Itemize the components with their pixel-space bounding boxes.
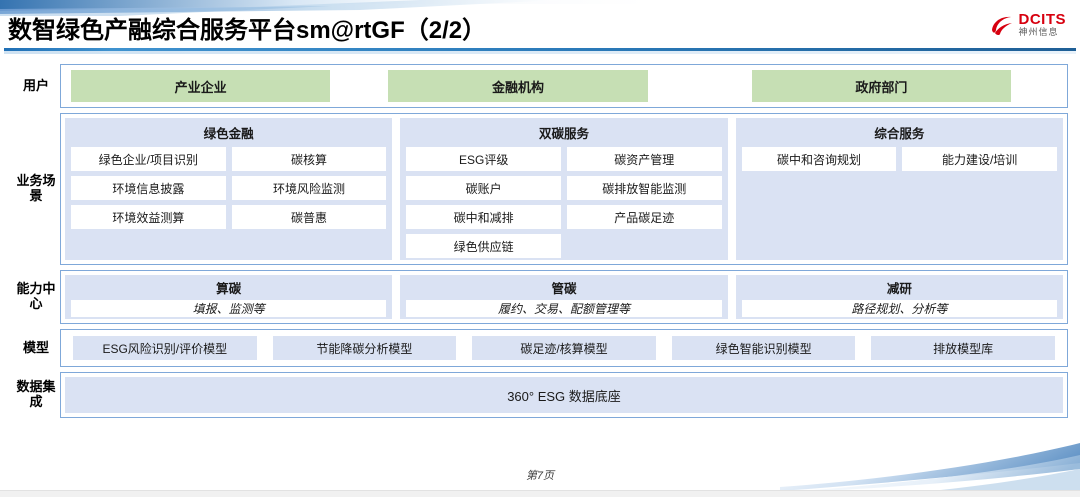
page-title: 数智绿色产融综合服务平台sm@rtGF（2/2）	[8, 17, 487, 44]
row-body-model: ESG风险识别/评价模型 节能降碳分析模型 碳足迹/核算模型 绿色智能识别模型 …	[60, 329, 1068, 367]
row-body-users: 产业企业 金融机构 政府部门	[60, 64, 1068, 108]
biz-group-comprehensive: 综合服务 碳中和咨询规划 能力建设/培训	[735, 118, 1063, 260]
model-box[interactable]: ESG风险识别/评价模型	[73, 336, 257, 360]
row-label-users: 用户	[22, 77, 49, 93]
biz-group-dual-carbon: 双碳服务 ESG评级 碳资产管理 碳账户 碳排放智能监测 碳中和减排 产品碳足迹…	[400, 118, 728, 260]
title-divider	[4, 48, 1076, 51]
model-cell[interactable]: 碳足迹/核算模型	[464, 336, 664, 360]
user-cell[interactable]: 产业企业	[65, 70, 336, 102]
page-footer: 第7页	[525, 470, 555, 482]
model-box[interactable]: 节能降碳分析模型	[272, 336, 457, 360]
logo-text: DCITS 神州信息	[1019, 12, 1067, 37]
biz-group-green-finance: 绿色金融 绿色企业/项目识别 碳核算 环境信息披露 环境风险监测 环境效益测算 …	[65, 118, 393, 260]
biz-item-list: ESG评级 碳资产管理 碳账户 碳排放智能监测 碳中和减排 产品碳足迹 绿色供应…	[406, 147, 722, 258]
row-capability-center: 能力中心 算碳 填报、监测等 管碳 履约、交易、配额管理等 减研 路径规划、分析…	[12, 270, 1068, 324]
logo-cn: 神州信息	[1018, 27, 1059, 37]
row-users: 用户 产业企业 金融机构 政府部门	[12, 64, 1068, 108]
model-box[interactable]: 碳足迹/核算模型	[472, 336, 656, 360]
model-cell[interactable]: 节能降碳分析模型	[265, 336, 465, 360]
model-cell[interactable]: 绿色智能识别模型	[664, 336, 864, 360]
row-body-business: 绿色金融 绿色企业/项目识别 碳核算 环境信息披露 环境风险监测 环境效益测算 …	[60, 113, 1068, 265]
biz-item[interactable]: 碳中和咨询规划	[741, 147, 897, 171]
biz-item[interactable]: 环境风险监测	[231, 176, 387, 200]
biz-item[interactable]: ESG评级	[406, 147, 561, 171]
page-bottom-edge	[0, 490, 1080, 497]
cap-group-subtitle[interactable]: 路径规划、分析等	[741, 300, 1057, 317]
biz-group-title: 综合服务	[874, 127, 925, 141]
architecture-matrix: 用户 产业企业 金融机构 政府部门 业务场景 绿色金融 绿色	[12, 64, 1068, 423]
title-divider-soft	[4, 51, 1076, 54]
biz-group-title: 双碳服务	[538, 127, 589, 141]
cap-group-reduce-research: 减研 路径规划、分析等	[735, 275, 1063, 319]
biz-group-title: 绿色金融	[203, 127, 254, 141]
biz-item[interactable]: 碳资产管理	[566, 147, 722, 171]
user-box-industry[interactable]: 产业企业	[71, 70, 331, 102]
brand-logo: DCITS 神州信息	[989, 12, 1067, 37]
row-body-data: 360° ESG 数据底座	[60, 372, 1068, 418]
biz-item[interactable]: 绿色企业/项目识别	[71, 147, 226, 171]
cap-group-subtitle[interactable]: 填报、监测等	[71, 300, 387, 317]
row-business-scenarios: 业务场景 绿色金融 绿色企业/项目识别 碳核算 环境信息披露 环境风险监测 环境…	[12, 113, 1068, 265]
data-foundation-box[interactable]: 360° ESG 数据底座	[65, 377, 1063, 413]
biz-item[interactable]: 碳排放智能监测	[566, 176, 722, 200]
cap-group-calculate-carbon: 算碳 填报、监测等	[65, 275, 393, 319]
biz-item[interactable]: 碳普惠	[231, 205, 387, 229]
biz-item[interactable]: 产品碳足迹	[566, 205, 722, 229]
biz-item-list: 碳中和咨询规划 能力建设/培训	[741, 147, 1057, 171]
model-cell[interactable]: 排放模型库	[863, 336, 1063, 360]
dcits-swirl-icon	[989, 14, 1015, 36]
slide-header: 数智绿色产融综合服务平台sm@rtGF（2/2） DCITS 神州信息	[0, 4, 1080, 48]
row-models: 模型 ESG风险识别/评价模型 节能降碳分析模型 碳足迹/核算模型 绿色智能识别…	[12, 329, 1068, 367]
row-label-data: 数据集成	[16, 379, 56, 409]
biz-item[interactable]: 能力建设/培训	[902, 147, 1057, 171]
cap-group-title: 减研	[886, 282, 912, 296]
biz-item-list: 绿色企业/项目识别 碳核算 环境信息披露 环境风险监测 环境效益测算 碳普惠	[71, 147, 387, 229]
user-cell[interactable]: 政府部门	[700, 70, 1063, 102]
model-cell[interactable]: ESG风险识别/评价模型	[65, 336, 265, 360]
cap-group-title: 算碳	[216, 282, 242, 296]
cap-group-subtitle[interactable]: 履约、交易、配额管理等	[406, 300, 722, 317]
biz-item[interactable]: 碳账户	[406, 176, 561, 200]
model-box[interactable]: 绿色智能识别模型	[671, 336, 856, 360]
row-label-capability: 能力中心	[16, 281, 56, 311]
biz-item[interactable]: 碳中和减排	[406, 205, 561, 229]
user-cell[interactable]: 金融机构	[336, 70, 699, 102]
row-label-model: 模型	[22, 339, 49, 355]
biz-item[interactable]: 环境效益测算	[71, 205, 226, 229]
biz-item[interactable]: 绿色供应链	[406, 234, 561, 258]
user-box-financial[interactable]: 金融机构	[388, 70, 648, 102]
logo-en: DCITS	[1018, 11, 1066, 28]
biz-item[interactable]: 环境信息披露	[71, 176, 226, 200]
model-box[interactable]: 排放模型库	[871, 336, 1055, 360]
cap-group-title: 管碳	[551, 282, 577, 296]
row-data-integration: 数据集成 360° ESG 数据底座	[12, 372, 1068, 418]
row-label-business: 业务场景	[16, 173, 56, 203]
row-body-capability: 算碳 填报、监测等 管碳 履约、交易、配额管理等 减研 路径规划、分析等	[60, 270, 1068, 324]
cap-group-manage-carbon: 管碳 履约、交易、配额管理等	[400, 275, 728, 319]
user-box-government[interactable]: 政府部门	[751, 70, 1011, 102]
biz-item[interactable]: 碳核算	[231, 147, 387, 171]
